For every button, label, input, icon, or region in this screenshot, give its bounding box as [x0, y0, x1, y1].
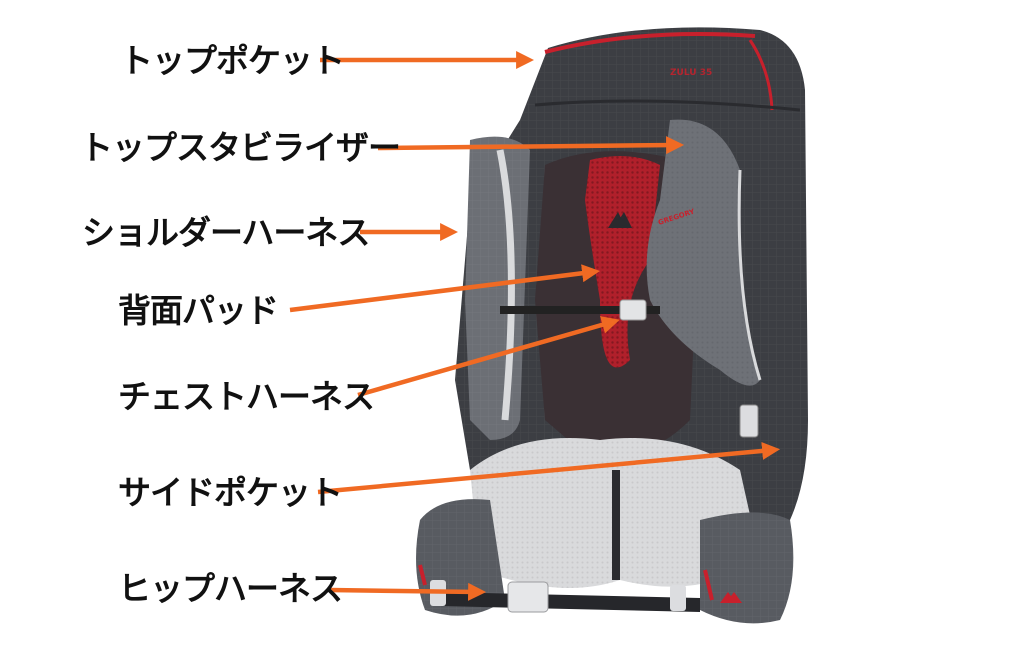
label-back-pad: 背面パッド — [118, 291, 279, 330]
arrow-chest-harness — [357, 316, 620, 398]
label-chest-harness: チェストハーネス — [118, 377, 375, 416]
hip-buckle — [507, 581, 549, 613]
label-top-stabilizer: トップスタビライザー — [80, 128, 401, 167]
arrow-back-pad — [289, 264, 601, 313]
side-buckle — [739, 404, 759, 438]
label-side-pocket: サイドポケット — [118, 473, 343, 512]
arrow-side-pocket — [317, 441, 781, 495]
gregory-mountain-logo — [608, 212, 632, 228]
hip-belt-strap — [440, 592, 700, 612]
model-logo-text: ZULU 35 — [670, 68, 712, 78]
label-top-pocket: トップポケット — [120, 41, 345, 80]
chest-strap — [500, 306, 660, 314]
chest-buckle — [619, 299, 647, 321]
label-hip-harness: ヒップハーネス — [118, 569, 343, 608]
arrow-hip-harness — [329, 582, 487, 601]
label-shoulder-harness: ショルダーハーネス — [82, 213, 370, 252]
arrow-top-stabilizer — [377, 136, 685, 155]
